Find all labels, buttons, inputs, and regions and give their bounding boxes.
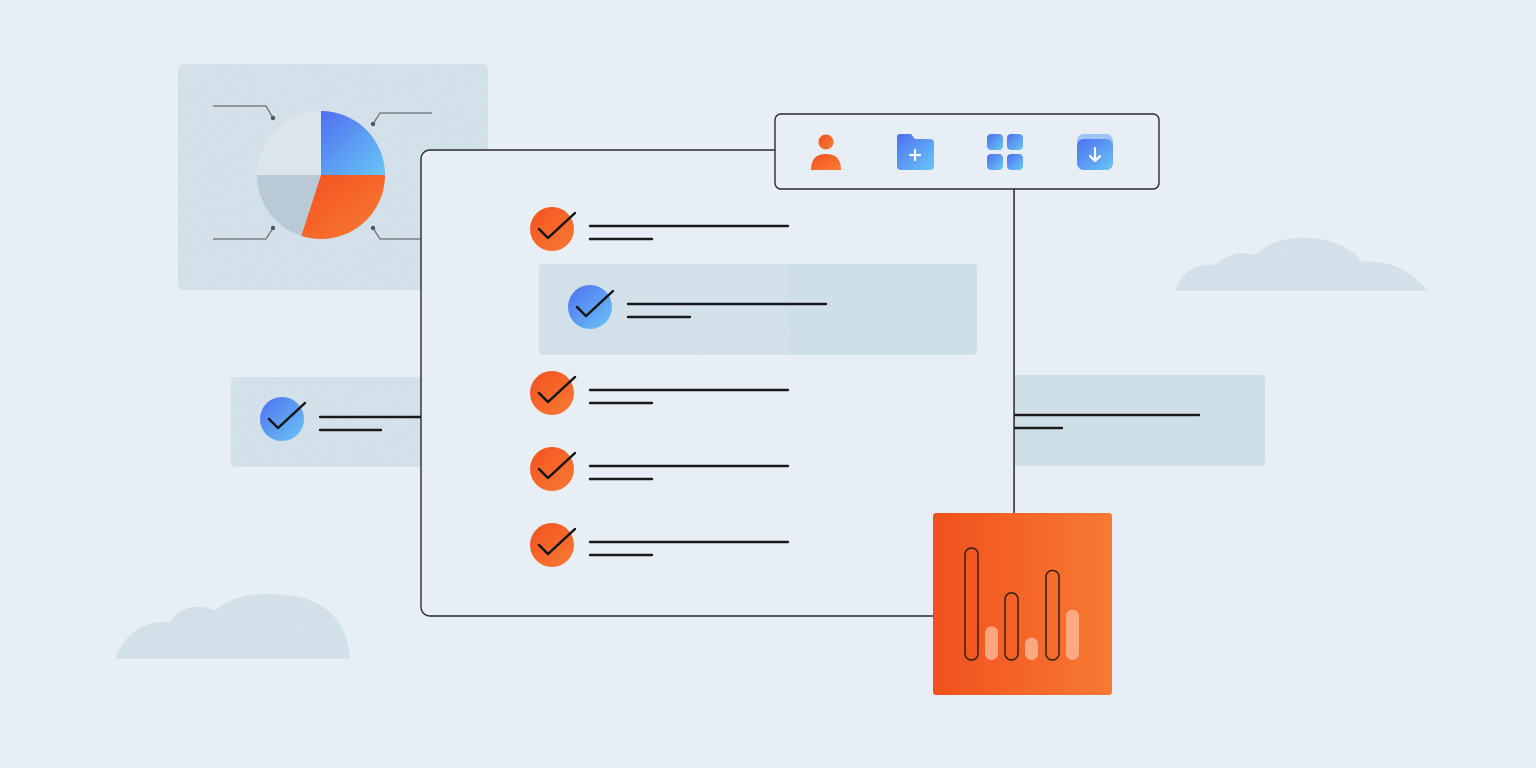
toolbar (774, 113, 1160, 190)
task-row-texture (539, 264, 789, 355)
pie-chart (257, 111, 385, 240)
check-icon (537, 211, 577, 240)
check-badge-blue (260, 397, 307, 441)
pie-callouts (213, 105, 432, 240)
task-list (530, 207, 977, 567)
task-row[interactable] (530, 207, 790, 251)
check-icon (537, 527, 577, 556)
bar-fill (985, 626, 998, 660)
analytics-card (933, 513, 1112, 695)
task-row[interactable] (530, 447, 790, 491)
check-badge (568, 285, 612, 329)
side-card-right (1005, 375, 1265, 466)
check-icon (267, 401, 307, 430)
bar-outline (1045, 569, 1060, 661)
download-icon[interactable] (1077, 134, 1113, 170)
task-row[interactable] (530, 371, 790, 415)
user-icon[interactable] (811, 134, 841, 171)
grid-icon[interactable] (987, 134, 1023, 170)
pie-slice-4 (257, 111, 321, 175)
pie-slice-3 (257, 175, 321, 236)
task-row[interactable] (539, 264, 977, 355)
bar-fill (1025, 637, 1038, 660)
check-icon (537, 451, 577, 480)
task-list-window (420, 149, 1015, 617)
check-badge (530, 207, 574, 251)
bar-outline (964, 547, 979, 661)
check-badge (530, 371, 574, 415)
pie-chart-panel (178, 64, 488, 290)
cloud-top-right (1175, 237, 1428, 291)
pie-slice-1 (321, 111, 385, 175)
check-badge (530, 523, 574, 567)
pie-slice-2 (301, 175, 385, 240)
side-card-left (231, 377, 431, 467)
check-badge (530, 447, 574, 491)
bar-chart-icon (964, 547, 1079, 661)
cloud-bottom-left (115, 594, 350, 659)
bar-outline (1004, 592, 1019, 661)
bar-fill (1066, 609, 1079, 660)
check-icon (537, 375, 577, 404)
check-icon (575, 289, 615, 318)
folder-add-icon[interactable] (897, 134, 934, 170)
task-row[interactable] (530, 523, 790, 567)
